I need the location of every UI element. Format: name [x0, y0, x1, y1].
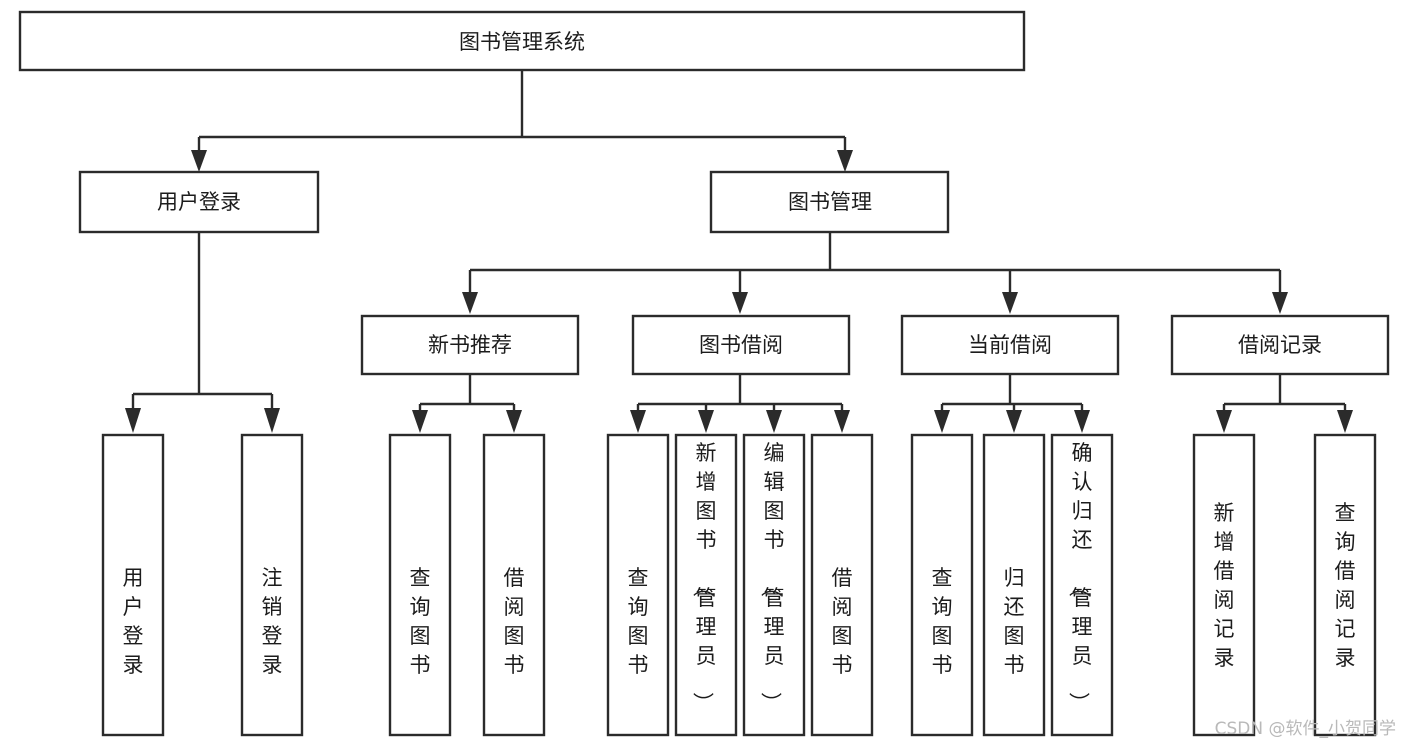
- node-leaf-edit-book-admin-box[interactable]: [742, 433, 806, 737]
- node-book-borrow[interactable]: 图书借阅: [631, 314, 851, 376]
- node-user-login[interactable]: 用户登录: [78, 170, 320, 234]
- node-leaf-borrow-book-box[interactable]: [810, 433, 874, 737]
- csdn-watermark: CSDN @软件_小贺同学: [1215, 719, 1396, 739]
- arrow-book-manage-to-record: [1272, 292, 1288, 314]
- node-leaf-query-book-current-label: 查询图书: [932, 566, 953, 677]
- node-leaf-edit-book-admin[interactable]: 编辑图书（管理员）: [742, 433, 806, 737]
- node-new-book-recommend[interactable]: 新书推荐: [360, 314, 580, 376]
- node-leaf-query-book-recommend-label: 查询图书: [410, 566, 431, 677]
- node-book-manage-box[interactable]: [709, 170, 950, 234]
- node-leaf-query-book-recommend[interactable]: 查询图书: [388, 433, 452, 737]
- node-borrow-record-box[interactable]: [1170, 314, 1390, 376]
- arrow-current-to-leaf2: [1006, 410, 1022, 433]
- arrow-record-to-leaf2: [1337, 410, 1353, 433]
- node-leaf-borrow-book-recommend-label: 借阅图书: [504, 566, 525, 677]
- node-leaf-borrow-book-recommend-box[interactable]: [482, 433, 546, 737]
- node-root-box[interactable]: [18, 10, 1026, 72]
- node-current-borrow[interactable]: 当前借阅: [900, 314, 1120, 376]
- node-leaf-user-login-label: 用户登录: [123, 566, 144, 677]
- node-leaf-logout-login-box[interactable]: [240, 433, 304, 737]
- node-borrow-record[interactable]: 借阅记录: [1170, 314, 1390, 376]
- node-leaf-add-book-admin-label: 新增图书（管理员）: [691, 441, 717, 713]
- node-leaf-query-book-borrow-label: 查询图书: [628, 566, 649, 677]
- node-leaf-borrow-book-recommend[interactable]: 借阅图书: [482, 433, 546, 737]
- node-book-borrow-label: 图书借阅: [699, 333, 783, 357]
- node-user-login-box[interactable]: [78, 170, 320, 234]
- arrow-recommend-to-leaf1: [412, 410, 428, 433]
- arrow-current-to-leaf1: [934, 410, 950, 433]
- connector-edges: [125, 70, 1353, 433]
- arrow-book-manage-to-borrow: [732, 292, 748, 314]
- node-new-book-recommend-label: 新书推荐: [428, 333, 512, 357]
- node-root-label: 图书管理系统: [459, 30, 585, 54]
- node-leaf-query-book-current[interactable]: 查询图书: [910, 433, 974, 737]
- node-current-borrow-box[interactable]: [900, 314, 1120, 376]
- node-leaf-query-borrow-record-box[interactable]: [1313, 433, 1377, 737]
- arrow-recommend-to-leaf2: [506, 410, 522, 433]
- arrow-borrow-to-leaf1: [630, 410, 646, 433]
- node-leaf-user-login[interactable]: 用户登录: [101, 433, 165, 737]
- node-leaf-confirm-return-admin-label: 确认归还（管理员）: [1067, 441, 1093, 713]
- node-leaf-query-borrow-record[interactable]: 查询借阅记录: [1313, 433, 1377, 737]
- node-leaf-borrow-book-label: 借阅图书: [832, 566, 853, 677]
- node-root[interactable]: 图书管理系统: [18, 10, 1026, 72]
- node-leaf-query-book-current-box[interactable]: [910, 433, 974, 737]
- node-leaf-return-book-box[interactable]: [982, 433, 1046, 737]
- node-book-manage-label: 图书管理: [788, 190, 872, 214]
- arrow-borrow-to-leaf4: [834, 410, 850, 433]
- node-leaf-confirm-return-admin[interactable]: 确认归还（管理员）: [1050, 433, 1114, 737]
- node-borrow-record-label: 借阅记录: [1238, 333, 1322, 357]
- node-leaf-add-borrow-record[interactable]: 新增借阅记录: [1192, 433, 1256, 737]
- arrow-user-login-to-leaf1: [125, 408, 141, 433]
- arrow-borrow-to-leaf3: [766, 410, 782, 433]
- node-leaf-user-login-box[interactable]: [101, 433, 165, 737]
- node-book-manage[interactable]: 图书管理: [709, 170, 950, 234]
- node-book-borrow-box[interactable]: [631, 314, 851, 376]
- node-leaf-add-borrow-record-box[interactable]: [1192, 433, 1256, 737]
- node-current-borrow-label: 当前借阅: [968, 333, 1052, 357]
- node-user-login-label: 用户登录: [157, 190, 241, 214]
- node-new-book-recommend-box[interactable]: [360, 314, 580, 376]
- node-leaf-query-book-borrow-box[interactable]: [606, 433, 670, 737]
- node-leaf-confirm-return-admin-box[interactable]: [1050, 433, 1114, 737]
- arrow-current-to-leaf3: [1074, 410, 1090, 433]
- node-leaf-logout-login[interactable]: 注销登录: [240, 433, 304, 737]
- arrow-book-manage-to-recommend: [462, 292, 478, 314]
- arrow-book-manage-to-current: [1002, 292, 1018, 314]
- node-leaf-add-borrow-record-label: 新增借阅记录: [1214, 501, 1235, 670]
- node-leaf-edit-book-admin-label: 编辑图书（管理员）: [759, 441, 785, 713]
- arrow-record-to-leaf1: [1216, 410, 1232, 433]
- node-leaf-logout-login-label: 注销登录: [262, 566, 283, 677]
- node-leaf-add-book-admin[interactable]: 新增图书（管理员）: [674, 433, 738, 737]
- node-leaf-query-book-recommend-box[interactable]: [388, 433, 452, 737]
- arrow-user-login-to-leaf2: [264, 408, 280, 433]
- node-leaf-query-borrow-record-label: 查询借阅记录: [1335, 501, 1356, 670]
- node-leaf-add-book-admin-box[interactable]: [674, 433, 738, 737]
- node-leaf-query-book-borrow[interactable]: 查询图书: [606, 433, 670, 737]
- node-leaf-return-book[interactable]: 归还图书: [982, 433, 1046, 737]
- arrow-root-to-book-manage: [837, 150, 853, 172]
- node-leaf-return-book-label: 归还图书: [1004, 566, 1025, 677]
- arrow-root-to-user-login: [191, 150, 207, 172]
- arrow-borrow-to-leaf2: [698, 410, 714, 433]
- node-leaf-borrow-book[interactable]: 借阅图书: [810, 433, 874, 737]
